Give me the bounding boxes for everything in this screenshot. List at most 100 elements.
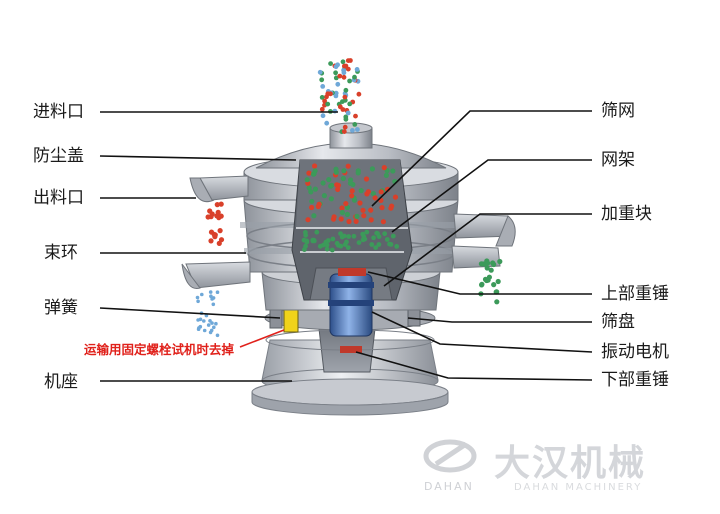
label-mesh-frame: 网架 (601, 150, 635, 170)
transport-bolt-warning: 运输用固定螺栓试机时去掉 (84, 342, 235, 357)
outflow-particle (209, 294, 213, 299)
vibration-motor-graphic (328, 268, 374, 353)
leader-upper-weight (367, 271, 592, 295)
chamber-particle (302, 247, 307, 253)
outflow-particle (210, 321, 214, 325)
chamber-particle (360, 231, 366, 237)
outflow-particle (198, 317, 203, 322)
feed-particle (319, 77, 325, 83)
outflow-particle (202, 319, 206, 323)
outflow-particle (214, 321, 218, 326)
outflow-particle (215, 209, 221, 215)
feed-particle (347, 101, 353, 107)
leader-screen-tray (407, 317, 592, 323)
feed-particle (356, 91, 362, 97)
chamber-particle (345, 245, 351, 251)
feed-particle (355, 127, 360, 132)
leader-mesh-frame (391, 159, 592, 233)
feed-particle (328, 91, 333, 97)
label-dust-cover: 防尘盖 (33, 146, 84, 166)
feed-particle (341, 129, 347, 135)
leader-lower-weight (355, 351, 593, 381)
label-lower-weight: 下部重锤 (601, 370, 669, 390)
watermark: 大汉机械 DAHAN DAHAN MACHINERY (418, 432, 708, 502)
chamber-particle (384, 237, 390, 242)
outflow-particle (195, 295, 200, 300)
chamber-particle (345, 163, 351, 169)
outflow-particle (494, 299, 500, 305)
chamber-particle (335, 186, 341, 192)
watermark-cn: 大汉机械 (494, 443, 647, 484)
label-base: 机座 (44, 372, 78, 392)
leader-weight-block (383, 213, 592, 287)
outflow-particle (215, 290, 220, 295)
chamber-particle (378, 189, 384, 195)
chamber-particle (317, 243, 323, 249)
chamber-particle (325, 238, 331, 243)
chamber-particle (329, 182, 335, 188)
chamber-particle (349, 188, 355, 194)
feed-particle (320, 113, 326, 119)
chamber-particle (388, 242, 394, 247)
feed-particle (345, 58, 351, 63)
feed-particle (335, 81, 341, 87)
label-upper-weight: 上部重锤 (601, 284, 669, 304)
feed-particle (340, 59, 346, 65)
chamber-particle (353, 218, 359, 224)
chamber-particle (329, 247, 335, 253)
chamber-particle (357, 200, 363, 206)
feed-particle (337, 73, 343, 79)
outflow-particle (485, 277, 491, 283)
chamber-particle (320, 180, 326, 186)
outflow-particle (488, 267, 494, 273)
chamber-particle (372, 195, 378, 201)
chamber-particle (310, 238, 316, 244)
chamber-particle (333, 169, 339, 175)
chamber-particle (361, 213, 367, 219)
chamber-particle (334, 240, 340, 246)
outflow-particle (197, 326, 201, 330)
feed-particle (341, 74, 347, 80)
chamber-particle (364, 229, 370, 235)
feed-particle (342, 94, 348, 100)
chamber-particle (355, 170, 361, 176)
outflow-particle (196, 299, 200, 304)
chamber-particle (390, 233, 396, 239)
chamber-particle (349, 193, 355, 199)
chamber-particle (328, 196, 334, 202)
chamber-particle (388, 205, 394, 211)
outflow-particle (208, 214, 214, 220)
outflow-particle (218, 201, 224, 207)
chamber-particle (338, 243, 344, 249)
watermark-en-left: DAHAN (424, 480, 474, 493)
chamber-particle (371, 235, 376, 241)
chamber-particle (369, 242, 375, 247)
chamber-particle (338, 216, 344, 222)
chamber-particle (306, 170, 312, 176)
outflow-particle (491, 282, 497, 288)
label-clamp-ring: 束环 (44, 243, 78, 263)
chamber-particle (338, 231, 343, 237)
outflow-particle (208, 229, 215, 235)
outflow-particle (495, 278, 501, 285)
chamber-particle (335, 182, 341, 188)
leader-vibration-motor (371, 311, 593, 353)
chamber-particle (308, 189, 314, 195)
chamber-particle (351, 233, 357, 239)
outflow-particle (211, 302, 216, 307)
label-screen-tray: 筛盘 (601, 312, 635, 332)
label-feed-inlet: 进料口 (33, 102, 84, 122)
feed-particle (322, 98, 327, 104)
chamber-particle (324, 246, 330, 252)
leader-spring (99, 307, 281, 319)
chamber-particle (342, 242, 348, 248)
outflow-particle (479, 282, 485, 288)
feed-particle (333, 70, 338, 76)
chamber-particle (311, 213, 317, 219)
chamber-particle (309, 198, 315, 204)
chamber-particle (392, 194, 399, 200)
outflow-particle (497, 258, 503, 265)
leader-lines (99, 110, 593, 382)
chamber-particle (316, 201, 322, 207)
